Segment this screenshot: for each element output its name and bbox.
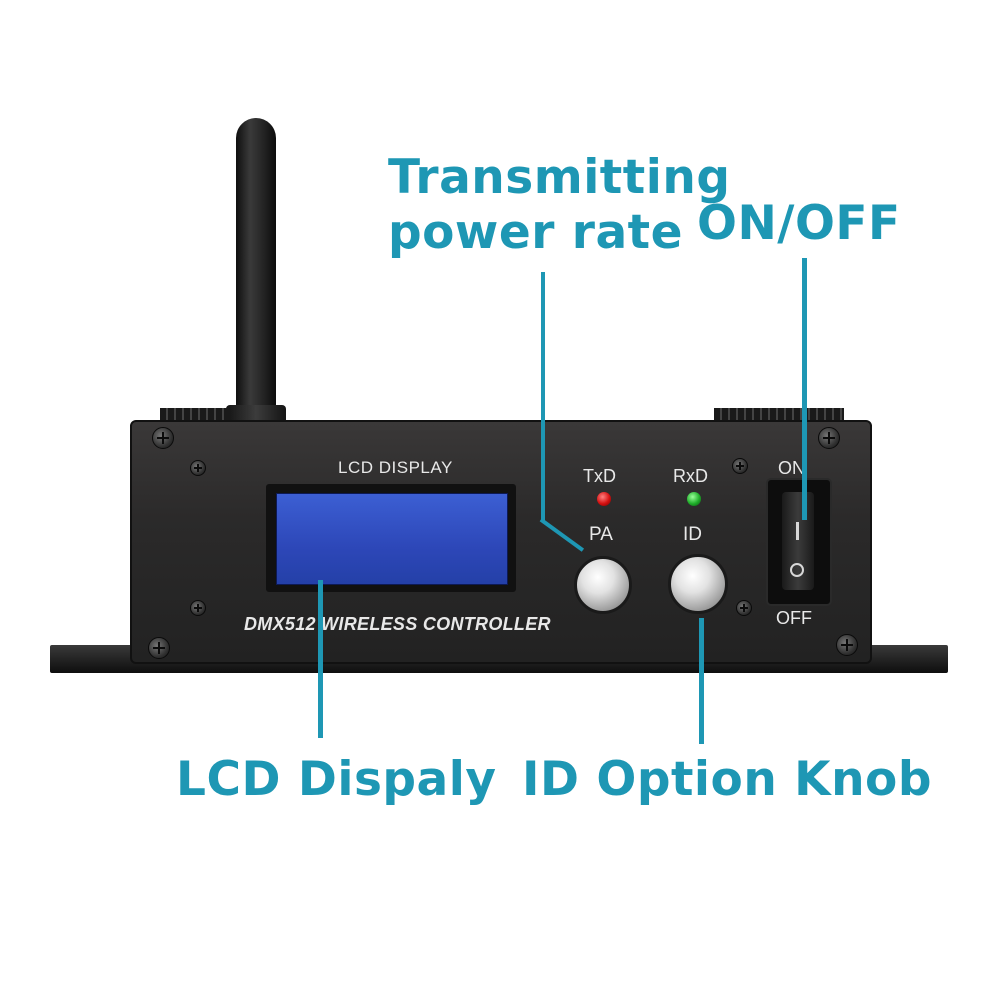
screw-icon (732, 458, 748, 474)
callout-lcd-display: LCD Dispaly (176, 752, 497, 807)
id-label: ID (683, 524, 702, 545)
screw-icon (190, 460, 206, 476)
callout-transmitting-line2: power rate (388, 205, 684, 260)
lcd-screen (276, 493, 508, 585)
switch-on-label: ON (778, 458, 805, 478)
screw-icon (152, 427, 174, 449)
screw-icon (190, 600, 206, 616)
antenna (236, 118, 276, 428)
screw-icon (836, 634, 858, 656)
callout-line-onoff (802, 258, 807, 520)
rxd-label: RxD (673, 466, 708, 486)
callout-line-power (541, 272, 545, 522)
switch-off-symbol-icon (790, 563, 804, 577)
switch-on-symbol-icon (796, 522, 799, 540)
id-knob[interactable] (668, 554, 728, 614)
rxd-led-icon (687, 492, 701, 506)
callout-line-id (699, 618, 704, 744)
switch-off-label: OFF (776, 608, 812, 628)
screw-icon (148, 637, 170, 659)
screw-icon (736, 600, 752, 616)
txd-label: TxD (583, 466, 616, 486)
txd-led-icon (597, 492, 611, 506)
callout-id-option-knob: ID Option Knob (522, 752, 932, 807)
pa-label: PA (589, 524, 613, 545)
pa-knob[interactable] (574, 556, 632, 614)
callout-on-off: ON/OFF (697, 196, 901, 251)
callout-transmitting-line1: Transmitting (388, 150, 731, 205)
screw-icon (818, 427, 840, 449)
lcd-display-label: LCD DISPLAY (338, 458, 453, 477)
model-name: DMX512 WIRELESS CONTROLLER (244, 614, 551, 634)
callout-line-lcd (318, 580, 323, 738)
